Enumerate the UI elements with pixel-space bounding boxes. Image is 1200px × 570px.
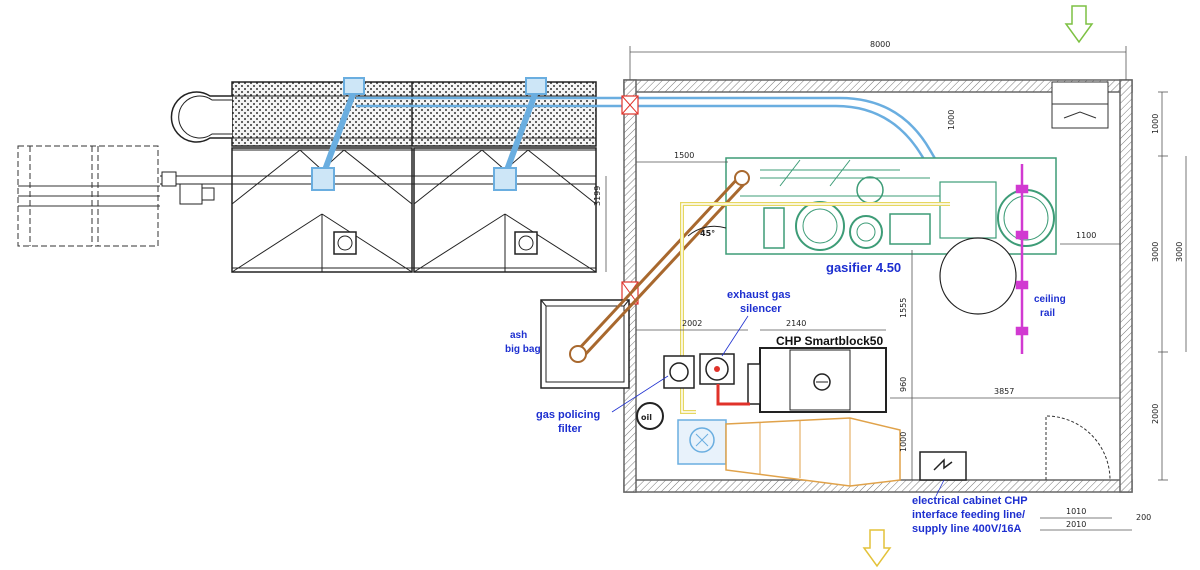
air-intake-arrow-icon <box>1064 5 1094 44</box>
label-gasifier: gasifier 4.50 <box>826 260 901 275</box>
dim-1010: 1010 <box>1066 507 1086 516</box>
dim-right-2000: 2000 <box>1151 404 1160 424</box>
feed-conveyor <box>17 145 215 247</box>
label-ash-line2: big bag <box>505 344 541 355</box>
dimension-values: 8000 1000 1500 3199 1100 1000 3000 3000 … <box>593 40 1184 529</box>
label-filter-line1: gas policing <box>536 409 600 421</box>
component-labels: gasifier 4.50 exhaust gas silencer CHP S… <box>505 229 1066 535</box>
dim-right-3000a: 3000 <box>1151 242 1160 262</box>
dim-1555: 1555 <box>899 298 908 318</box>
label-ash-line1: ash <box>510 330 527 341</box>
dim-3857: 3857 <box>994 387 1014 396</box>
exhaust-arrow-icon <box>862 529 892 568</box>
dim-right-1000: 1000 <box>1151 114 1160 134</box>
dimension-lines <box>605 46 1187 531</box>
dim-1100: 1100 <box>1076 231 1096 240</box>
chp-unit <box>636 347 967 487</box>
dim-total-width: 8000 <box>870 40 890 49</box>
label-filter-line2: filter <box>558 423 583 435</box>
label-cabinet-line1: electrical cabinet CHP <box>912 495 1028 507</box>
label-ceiling-line2: rail <box>1040 308 1055 319</box>
dim-200: 200 <box>1136 513 1151 522</box>
label-exhaust-line2: silencer <box>740 303 782 315</box>
dim-2010: 2010 <box>1066 520 1086 529</box>
dim-2002: 2002 <box>682 319 702 328</box>
label-ceiling-line1: ceiling <box>1034 294 1066 305</box>
label-angle: 45° <box>700 229 715 238</box>
label-chp: CHP Smartblock50 <box>776 334 883 348</box>
gas-pipe-inner <box>681 203 950 413</box>
dim-1500: 1500 <box>674 151 694 160</box>
ceiling-rail <box>1015 164 1029 354</box>
leader-lines <box>611 315 945 497</box>
label-cabinet-line2: interface feeding line/ <box>912 509 1025 521</box>
dim-2140: 2140 <box>786 319 806 328</box>
dim-3199: 3199 <box>593 186 602 206</box>
dim-top-1000: 1000 <box>947 110 956 130</box>
dim-960: 960 <box>899 377 908 392</box>
dim-right-3000b: 3000 <box>1175 242 1184 262</box>
dim-1000-lower: 1000 <box>899 432 908 452</box>
gasifier-unit <box>725 157 1057 315</box>
label-oil: oil <box>641 413 652 422</box>
label-cabinet-line3: supply line 400V/16A <box>912 523 1021 535</box>
label-exhaust-line1: exhaust gas <box>727 289 791 301</box>
